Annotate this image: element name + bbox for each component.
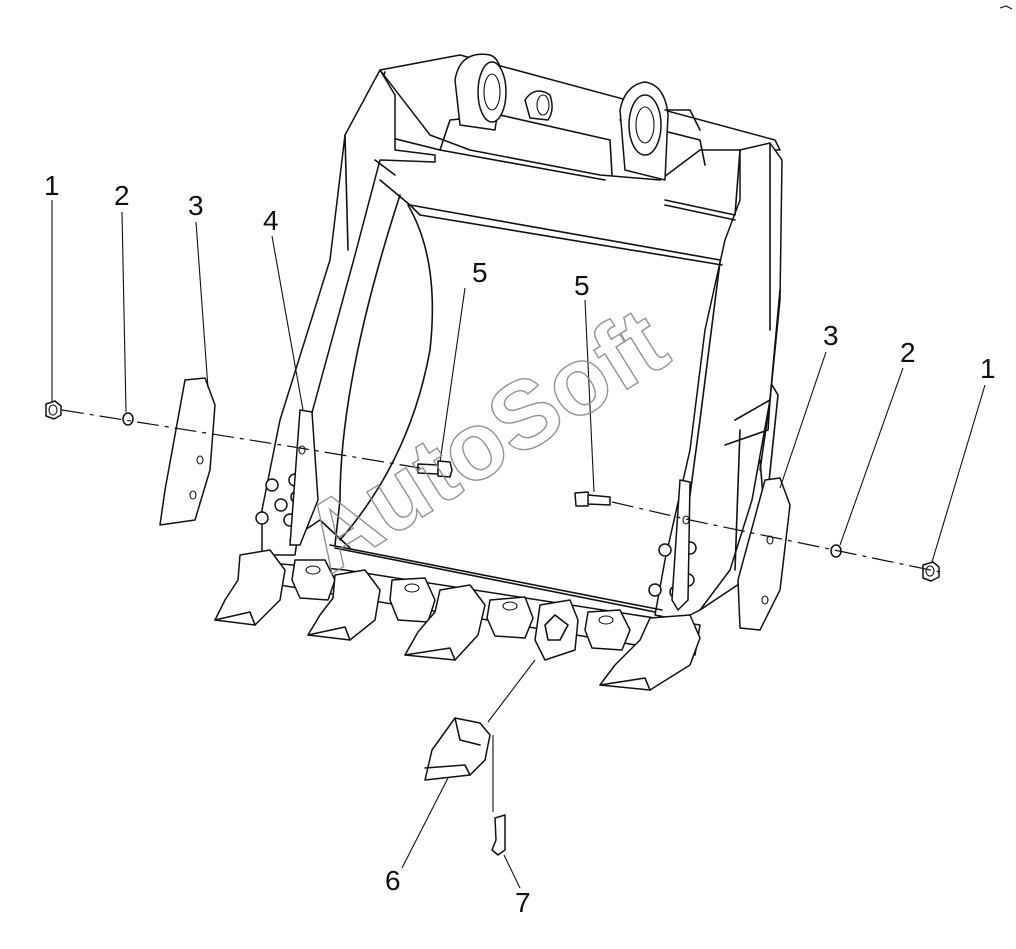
right-mounting-boss: [619, 81, 701, 181]
watermark-text: AutoSoft: [284, 287, 684, 592]
callouts: 1 2 3 4 5 5 3 2 1 6 7: [44, 170, 996, 918]
assembly-centerlines: [61, 409, 941, 812]
bolt-left: [417, 460, 453, 478]
callout-6: 6: [385, 865, 401, 896]
tooth: [404, 584, 486, 661]
callout-2-left: 2: [114, 180, 130, 211]
callout-1-left: 1: [44, 170, 60, 201]
leader-lines: [51, 200, 986, 889]
nut-right: [922, 561, 940, 582]
side-cutter-left-installed: [289, 409, 319, 546]
callout-7: 7: [515, 887, 531, 918]
callout-1-right: 1: [980, 353, 996, 384]
adapter: [584, 609, 631, 651]
callout-5-right: 5: [574, 270, 590, 301]
corner-mark: [999, 5, 1013, 10]
callout-2-right: 2: [900, 337, 916, 368]
tooth: [599, 614, 701, 691]
callout-5-left: 5: [472, 257, 488, 288]
pin-exploded: [491, 814, 506, 856]
left-mounting-boss: [454, 53, 553, 131]
adapter: [389, 577, 436, 623]
callout-4: 4: [263, 205, 279, 236]
washer-left: [122, 412, 134, 426]
tooth-exploded: [424, 717, 491, 781]
side-cutter-left: [159, 377, 216, 526]
tooth: [214, 549, 286, 626]
bolt-right: [574, 491, 611, 507]
callout-3-right: 3: [823, 320, 839, 351]
adapter: [486, 596, 534, 639]
tooth: [307, 569, 381, 641]
adapter-exposed: [534, 599, 579, 661]
teeth-row: [214, 549, 701, 691]
nut-left: [45, 400, 62, 420]
callout-3-left: 3: [188, 190, 204, 221]
adapter: [291, 559, 336, 601]
